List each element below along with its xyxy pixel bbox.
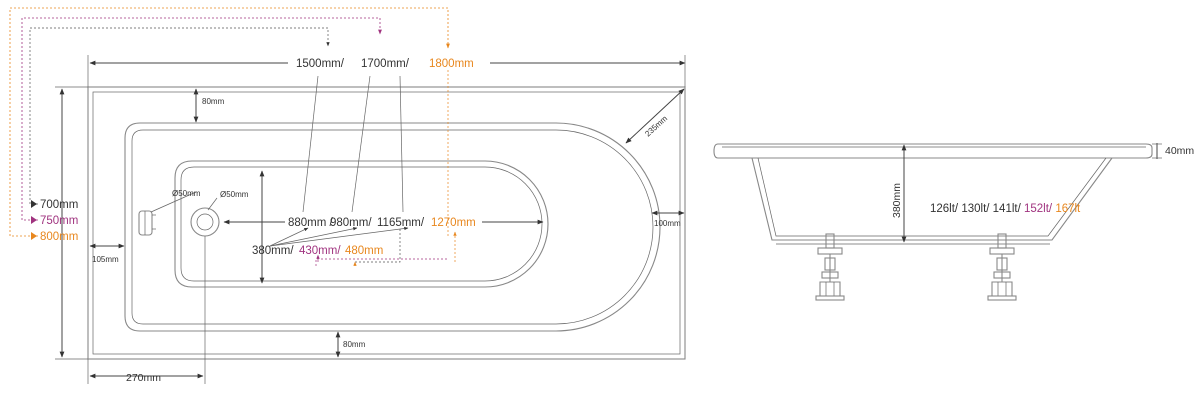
- depth-label: 380mm: [891, 183, 903, 218]
- bath-outer-rim: [87, 86, 686, 360]
- length-option-1700: 1700mm/: [361, 58, 410, 70]
- inner-length-880: 880mm /: [288, 217, 334, 229]
- width-option-750: 750mm: [40, 215, 78, 227]
- waste-offset-label: 270mm: [126, 372, 161, 384]
- leg-right: [987, 233, 1017, 301]
- width-marker-750: [31, 216, 37, 224]
- width-option-700: 700mm: [40, 199, 78, 211]
- inner-width-380: 380mm/: [252, 245, 294, 257]
- width-option-800: 800mm: [40, 231, 78, 243]
- inner-length-980: 980mm/: [330, 217, 372, 229]
- waste-dia-label: Ø50mm: [220, 190, 249, 199]
- side-rim: [713, 143, 1153, 159]
- rim-right-label: 100mm: [654, 219, 681, 228]
- rim-left-label: 105mm: [92, 255, 119, 264]
- bath-shell-outline: [124, 122, 661, 332]
- rim-bottom-label: 80mm: [343, 340, 366, 349]
- bath-shell-outline-inner: [131, 129, 654, 325]
- width-marker-800: [31, 232, 37, 240]
- inner-length-1270: 1270mm: [431, 217, 476, 229]
- corner-label: 235mm: [643, 114, 669, 139]
- length-option-1500: 1500mm/: [296, 58, 345, 70]
- capacity-126: 126lt/: [930, 203, 961, 215]
- capacity-141: 141lt/: [993, 203, 1024, 215]
- leg-left: [815, 233, 845, 301]
- length-option-1800: 1800mm: [429, 58, 474, 70]
- leader-750-line: [21, 17, 382, 221]
- waste-outlet-inner: [196, 213, 214, 231]
- capacity-labels: 126lt/ 130lt/ 141lt/ 152lt/ 167lt: [930, 203, 1081, 215]
- capacity-152: 152lt/: [1024, 203, 1055, 215]
- rim-top-label: 80mm: [202, 97, 225, 106]
- inner-width-430: 430mm/: [299, 245, 341, 257]
- inner-length-1165: 1165mm/: [377, 217, 425, 229]
- overflow-outlet: [138, 210, 153, 236]
- overflow-dia-label: Ø50mm: [172, 189, 201, 198]
- side-body: [751, 157, 1113, 241]
- leader-800-line: [9, 7, 450, 237]
- waste-outlet: [190, 207, 220, 237]
- width-marker-700: [31, 200, 37, 208]
- corner-dimension: [625, 88, 685, 144]
- rim-thickness-label: 40mm: [1165, 145, 1194, 157]
- side-view: 40mm 380mm 126lt/ 130lt/ 141lt/ 152lt/ 1…: [713, 143, 1194, 301]
- capacity-167: 167lt: [1055, 203, 1081, 215]
- bath-basin-outline-inner: [180, 166, 543, 282]
- capacity-130: 130lt/: [961, 203, 992, 215]
- top-view: 1500mm/ 1700mm/ 1800mm 700mm 750mm 800mm…: [9, 7, 686, 384]
- bath-basin-outline: [174, 160, 549, 288]
- inner-width-480: 480mm: [345, 245, 383, 257]
- leader-700-line: [29, 27, 330, 205]
- bath-outer-rim-inner-line: [92, 91, 681, 355]
